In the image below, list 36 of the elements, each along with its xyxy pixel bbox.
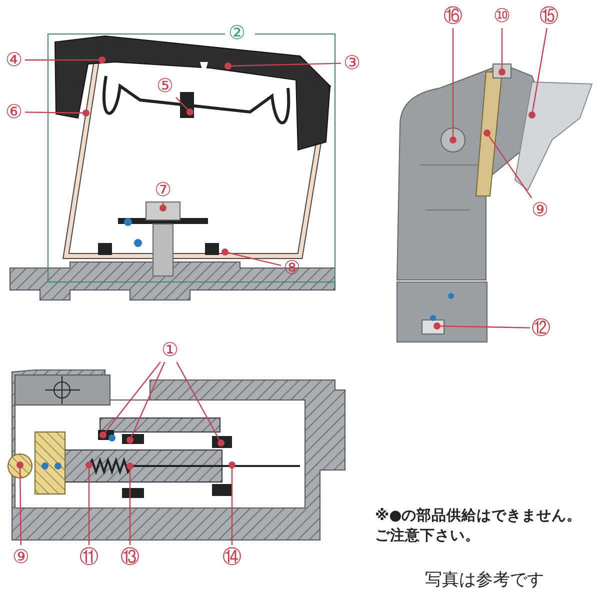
callout-number: ⑭ <box>222 546 242 568</box>
leader-line <box>498 28 506 76</box>
callout-number: ③ <box>343 52 361 74</box>
leader-line <box>126 462 134 545</box>
leader-line <box>484 130 532 198</box>
leader-line <box>528 28 548 118</box>
callout-number: ⑦ <box>154 179 172 201</box>
callout-number: ⑫ <box>532 317 550 339</box>
leader-line <box>450 28 456 144</box>
callout-number: ① <box>161 339 179 361</box>
leader-line <box>160 202 166 212</box>
leader-line <box>176 362 224 446</box>
leader-line <box>16 462 24 545</box>
leader-line <box>126 362 166 444</box>
leader-line <box>86 462 92 545</box>
leader-line <box>222 248 282 266</box>
callout-number: ⑧ <box>283 257 301 279</box>
leader-line <box>176 96 194 116</box>
callout-number: ④ <box>5 49 23 71</box>
callout-number: ⑨ <box>12 546 30 568</box>
callout-number: ⑪ <box>80 546 98 568</box>
note-text: 写真は参考です <box>425 569 544 591</box>
callout-number: ⑮ <box>540 5 558 27</box>
callout-number: ⑤ <box>156 75 174 97</box>
leader-line <box>25 110 90 116</box>
leader-line <box>224 62 342 70</box>
callout-number: ⑯ <box>444 5 462 27</box>
leader-line <box>434 322 530 330</box>
leader-line <box>228 462 236 545</box>
callout-number: ⑨ <box>531 199 549 221</box>
callout-number: ⑥ <box>5 101 23 123</box>
callout-number: ⑩ <box>493 5 511 27</box>
callout-number: ⑬ <box>120 546 140 568</box>
leader-line <box>25 56 106 64</box>
leader-line <box>100 362 161 438</box>
note-text: ※●の部品供給はできません。ご注意下さい。 <box>375 506 583 546</box>
